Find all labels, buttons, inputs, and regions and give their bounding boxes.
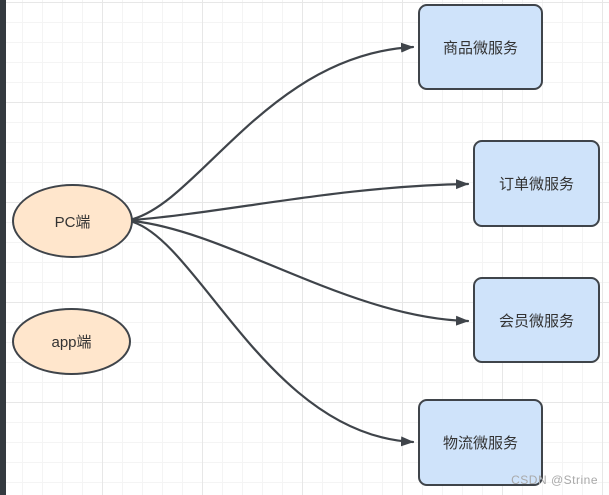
client-node-app-label: app端 xyxy=(51,334,92,351)
service-node-order: 订单微服务 xyxy=(473,140,600,227)
service-node-member-label: 会员微服务 xyxy=(498,312,574,330)
service-node-logistics-label: 物流微服务 xyxy=(442,435,518,452)
edge-pc-to-member xyxy=(131,219,470,326)
service-node-product-label: 商品微服务 xyxy=(442,39,518,57)
service-node-member: 会员微服务 xyxy=(473,277,600,363)
service-node-logistics: 物流微服务 xyxy=(418,399,543,486)
watermark: CSDN @Strine xyxy=(511,473,598,487)
client-node-pc-label: PC端 xyxy=(54,213,91,231)
edge-pc-to-order xyxy=(131,179,470,222)
left-edge-strip xyxy=(0,0,6,495)
edge-pc-to-logistics xyxy=(131,220,415,447)
service-node-product: 商品微服务 xyxy=(418,4,543,90)
client-node-pc: PC端 xyxy=(12,184,133,258)
client-node-app: app端 xyxy=(12,308,131,375)
edge-pc-to-product xyxy=(131,42,415,221)
service-node-order-label: 订单微服务 xyxy=(498,176,574,193)
